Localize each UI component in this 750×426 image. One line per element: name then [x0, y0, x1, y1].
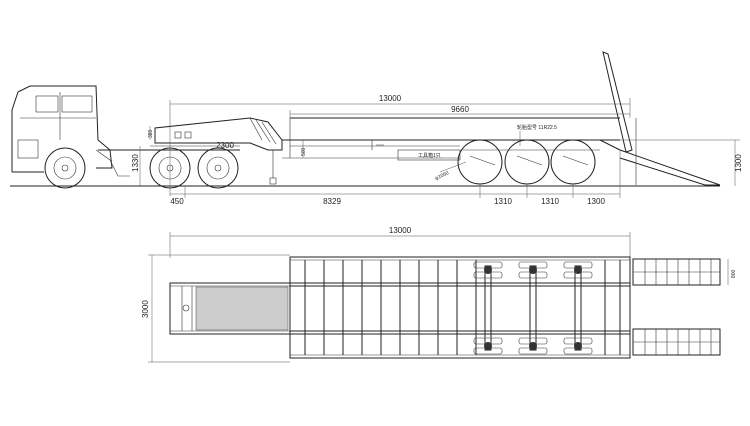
hub: [529, 342, 537, 350]
plan-dim-overall-width: 3000: [141, 300, 150, 318]
hub: [574, 266, 582, 274]
dim-gooseneck-height: 380: [148, 129, 154, 138]
dim-rear-overhang: 1300: [587, 197, 605, 206]
tractor-cab: [11, 85, 130, 177]
hub: [484, 266, 492, 274]
plan-dim-ramp-width: 800: [731, 269, 737, 278]
dim-ramp-height: 1300: [734, 154, 743, 172]
hub: [574, 342, 582, 350]
dim-fifth-wheel-height: 1330: [131, 154, 140, 172]
dim-deck-length: 9660: [451, 105, 469, 114]
gooseneck: [154, 117, 283, 185]
plan-ramps: [632, 258, 721, 356]
tire-model-label: 轮胎型号 11R22.5: [517, 124, 557, 131]
dim-overall-length: 13000: [379, 94, 402, 103]
plan-dim-overall-length: 13000: [389, 226, 412, 235]
axle: [574, 265, 582, 351]
side-view: 13000 9660 380 2300 1330 500 工具箱1只 轮胎型号 …: [10, 51, 743, 206]
tractor-front-wheel: [44, 147, 86, 189]
dim-axle-spacing-2: 1310: [541, 197, 559, 206]
hub: [484, 342, 492, 350]
plan-axles: [473, 261, 593, 355]
axle: [529, 265, 537, 351]
dim-tire-diameter: φ1050: [434, 170, 450, 182]
side-dimensions: [139, 98, 740, 198]
tractor-rear-wheels: [98, 145, 240, 189]
dim-tractor-axle-spacing: 2300: [216, 141, 234, 150]
plan-view: 13000 3000: [141, 226, 737, 363]
plan-deck: [289, 256, 631, 359]
deck: [282, 51, 721, 186]
trailer-wheels: [457, 139, 600, 185]
dim-front-overhang: 450: [170, 197, 184, 206]
dim-deck-step: 500: [301, 147, 307, 156]
plan-gooseneck: [169, 282, 291, 335]
dim-axle-spacing-1: 1310: [494, 197, 512, 206]
axle: [484, 265, 492, 351]
dim-kingpin-to-axle: 8329: [323, 197, 341, 206]
hub: [529, 266, 537, 274]
toolbox-label: 工具箱1只: [418, 152, 441, 159]
